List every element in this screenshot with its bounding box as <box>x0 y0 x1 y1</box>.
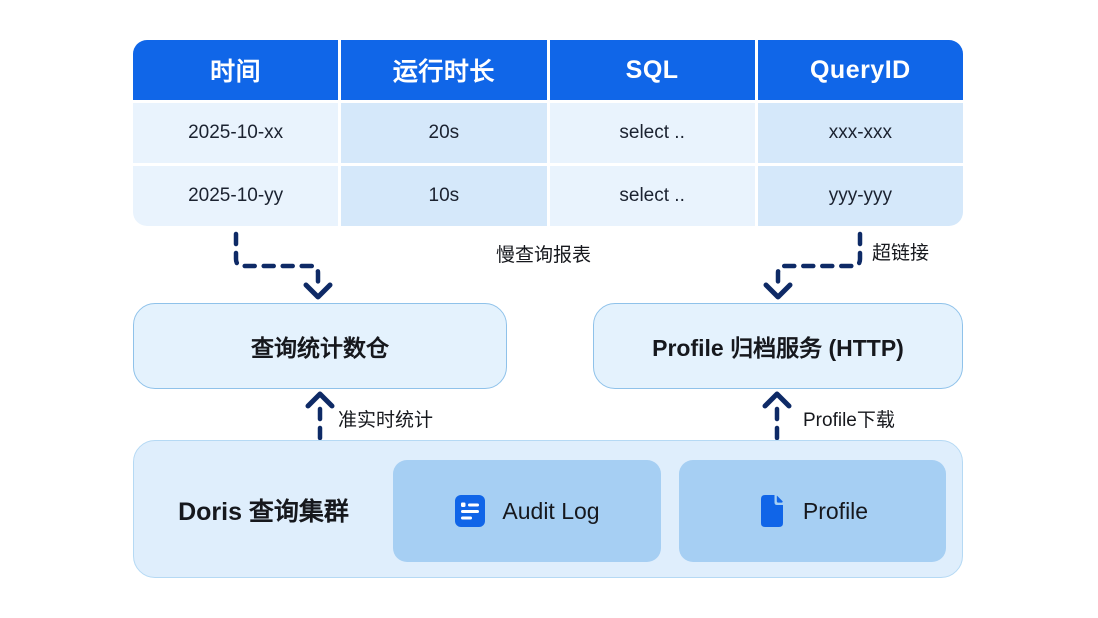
table-cell: 10s <box>341 166 547 226</box>
arrow-cluster-to-warehouse <box>305 391 335 441</box>
table-cell: select .. <box>549 103 755 163</box>
node-query-stats-warehouse: 查询统计数仓 <box>133 303 507 389</box>
edge-label-slow-query-report: 慢查询报表 <box>496 245 592 266</box>
table-header-duration: 运行时长 <box>341 40 547 100</box>
table-header-sql: SQL <box>549 40 755 100</box>
audit-log-label: Audit Log <box>502 497 600 524</box>
table-header-time: 时间 <box>133 40 339 100</box>
arrow-table-to-archive <box>763 231 863 300</box>
edge-label-profile-download: Profile下载 <box>803 410 895 431</box>
table-cell: 2025-10-yy <box>133 166 339 226</box>
doris-cluster-title: Doris 查询集群 <box>178 498 349 526</box>
node-audit-log: Audit Log <box>393 460 661 562</box>
arrow-table-to-warehouse <box>233 231 333 300</box>
table-cell: xxx-xxx <box>757 103 963 163</box>
edge-label-near-realtime-stats: 准实时统计 <box>338 410 434 431</box>
node-profile-archive-service: Profile 归档服务 (HTTP) <box>593 303 963 389</box>
table-cell: 20s <box>341 103 547 163</box>
node-label: 查询统计数仓 <box>251 335 389 361</box>
audit-log-list-icon <box>454 494 486 528</box>
table-header-queryid: QueryID <box>757 40 963 100</box>
slow-query-table: 时间 运行时长 SQL QueryID 2025-10-xx 20s selec… <box>133 40 963 226</box>
table-cell: select .. <box>549 166 755 226</box>
profile-label: Profile <box>802 497 869 524</box>
table-cell: yyy-yyy <box>757 166 963 226</box>
node-profile: Profile <box>679 460 946 562</box>
arrow-cluster-to-archive <box>762 391 792 441</box>
edge-label-hyperlink: 超链接 <box>872 243 930 264</box>
node-label: Profile 归档服务 (HTTP) <box>652 335 904 361</box>
table-cell: 2025-10-xx <box>133 103 339 163</box>
profile-document-icon <box>757 493 787 529</box>
node-doris-cluster: Doris 查询集群 Audit Log Profile <box>133 440 963 578</box>
